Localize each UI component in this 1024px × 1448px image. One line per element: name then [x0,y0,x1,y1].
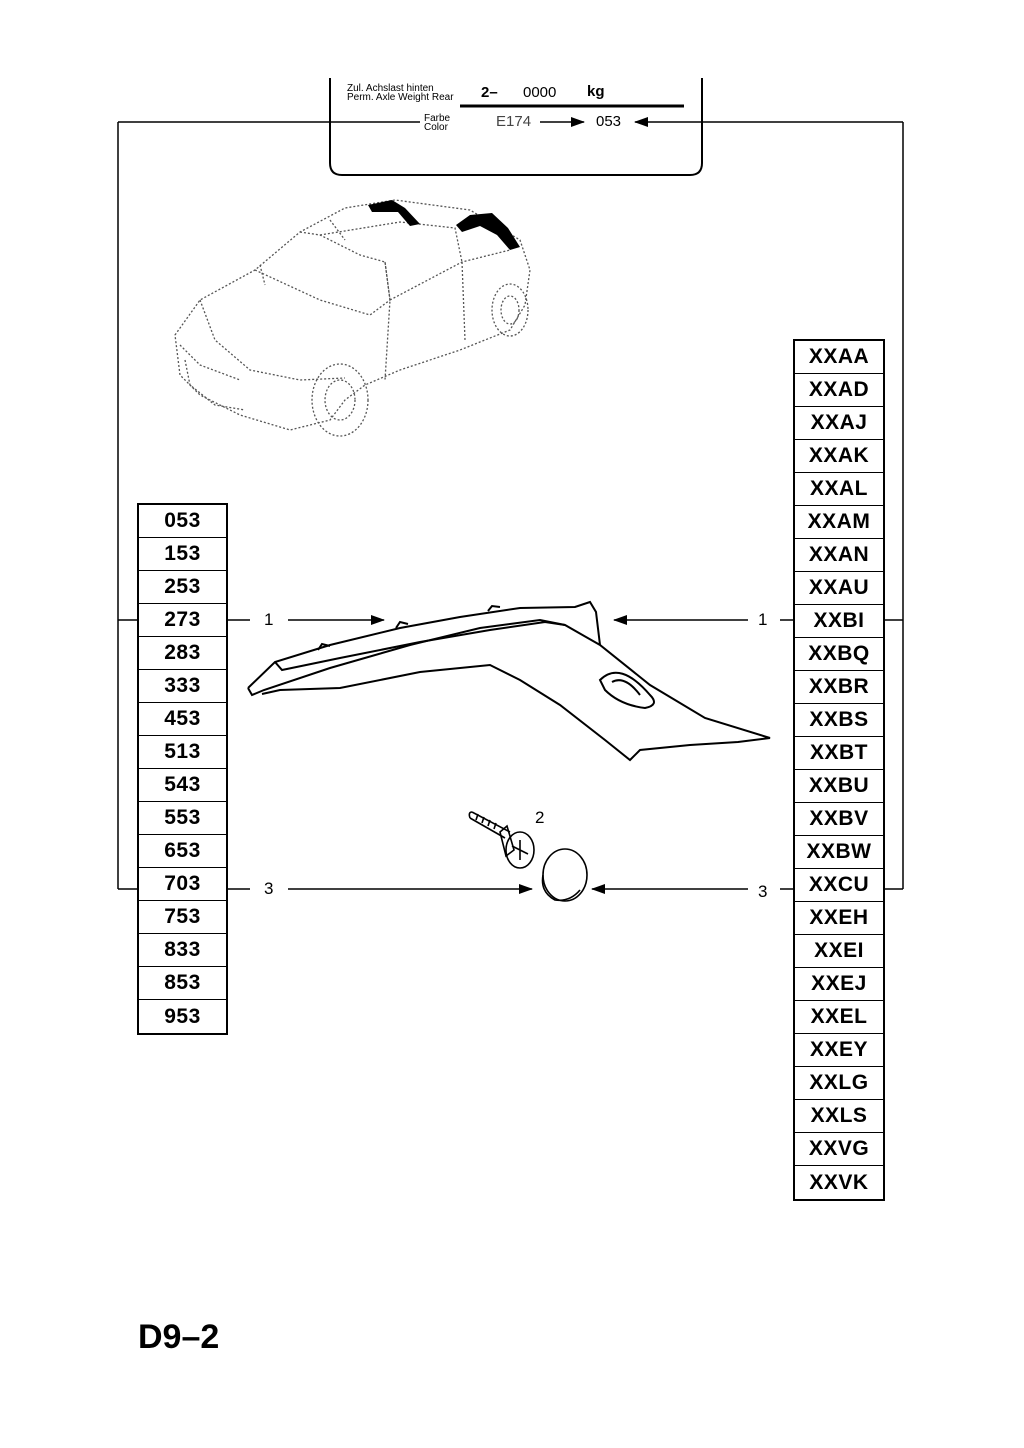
trim-code-cell: XXBV [795,803,883,836]
axle-value: 0000 [523,84,557,101]
trim-code-cell: XXLS [795,1100,883,1133]
trim-code-cell: XXEI [795,935,883,968]
color-code-cell: 653 [139,835,226,868]
color-label-en: Color [424,122,448,133]
trim-code-cell: XXBS [795,704,883,737]
trim-code-cell: XXAM [795,506,883,539]
callout-3-right: 3 [758,882,768,901]
car-moulding-front [368,200,420,226]
axle-label-en: Perm. Axle Weight Rear [347,92,454,103]
callout-2: 2 [535,808,545,827]
color-code: 053 [596,113,622,130]
trim-code-cell: XXAN [795,539,883,572]
color-code-cell: 053 [139,505,226,538]
color-code-cell: 543 [139,769,226,802]
trim-code-cell: XXAD [795,374,883,407]
trim-code-cell: XXEJ [795,968,883,1001]
roof-moulding-part [247,600,771,762]
trim-code-cell: XXVG [795,1133,883,1166]
trim-code-cell: XXEH [795,902,883,935]
callout-1-left: 1 [264,610,274,629]
trim-code-cell: XXEL [795,1001,883,1034]
callout-3-left: 3 [264,879,274,898]
trim-code-cell: XXBI [795,605,883,638]
color-code-cell: 833 [139,934,226,967]
axle-prefix: 2– [481,84,498,101]
cap-part [541,848,588,902]
color-code-cell: 253 [139,571,226,604]
color-code-cell: 153 [139,538,226,571]
color-code-cell: 273 [139,604,226,637]
trim-code-cell: XXVK [809,1170,869,1194]
axle-unit: kg [587,83,605,100]
trim-code-cell: XXBT [795,737,883,770]
color-code-cell: 453 [139,703,226,736]
color-code-cell: 853 [139,967,226,1000]
trim-code-cell: XXAL [795,473,883,506]
trim-code-cell: XXBQ [795,638,883,671]
callout-1-right: 1 [758,610,768,629]
color-code-cell: 953 [164,1004,201,1028]
color-code-old: E174 [496,113,532,130]
trim-code-cell: XXAK [795,440,883,473]
trim-code-cell: XXEY [795,1034,883,1067]
color-code-cell: 703 [139,868,226,901]
color-label-de: Farbe [424,113,451,124]
trim-code-cell: XXAJ [795,407,883,440]
trim-code-cell: XXAU [795,572,883,605]
color-code-cell: 333 [139,670,226,703]
trim-code-cell: XXLG [795,1067,883,1100]
trim-code-cell: XXBW [795,836,883,869]
trim-code-cell: XXBU [795,770,883,803]
car-moulding-rear [456,213,520,250]
color-code-cell: 513 [139,736,226,769]
id-plate-outline [329,78,703,176]
trim-code-cell: XXCU [795,869,883,902]
color-code-cell: 283 [139,637,226,670]
screw-part [468,811,535,869]
axle-label-de: Zul. Achslast hinten [347,83,434,94]
page-id: D9–2 [138,1318,220,1356]
car-illustration [174,199,531,437]
color-code-cell: 753 [139,901,226,934]
trim-code-cell: XXAA [795,341,883,374]
color-code-cell: 553 [139,802,226,835]
trim-code-cell: XXBR [795,671,883,704]
